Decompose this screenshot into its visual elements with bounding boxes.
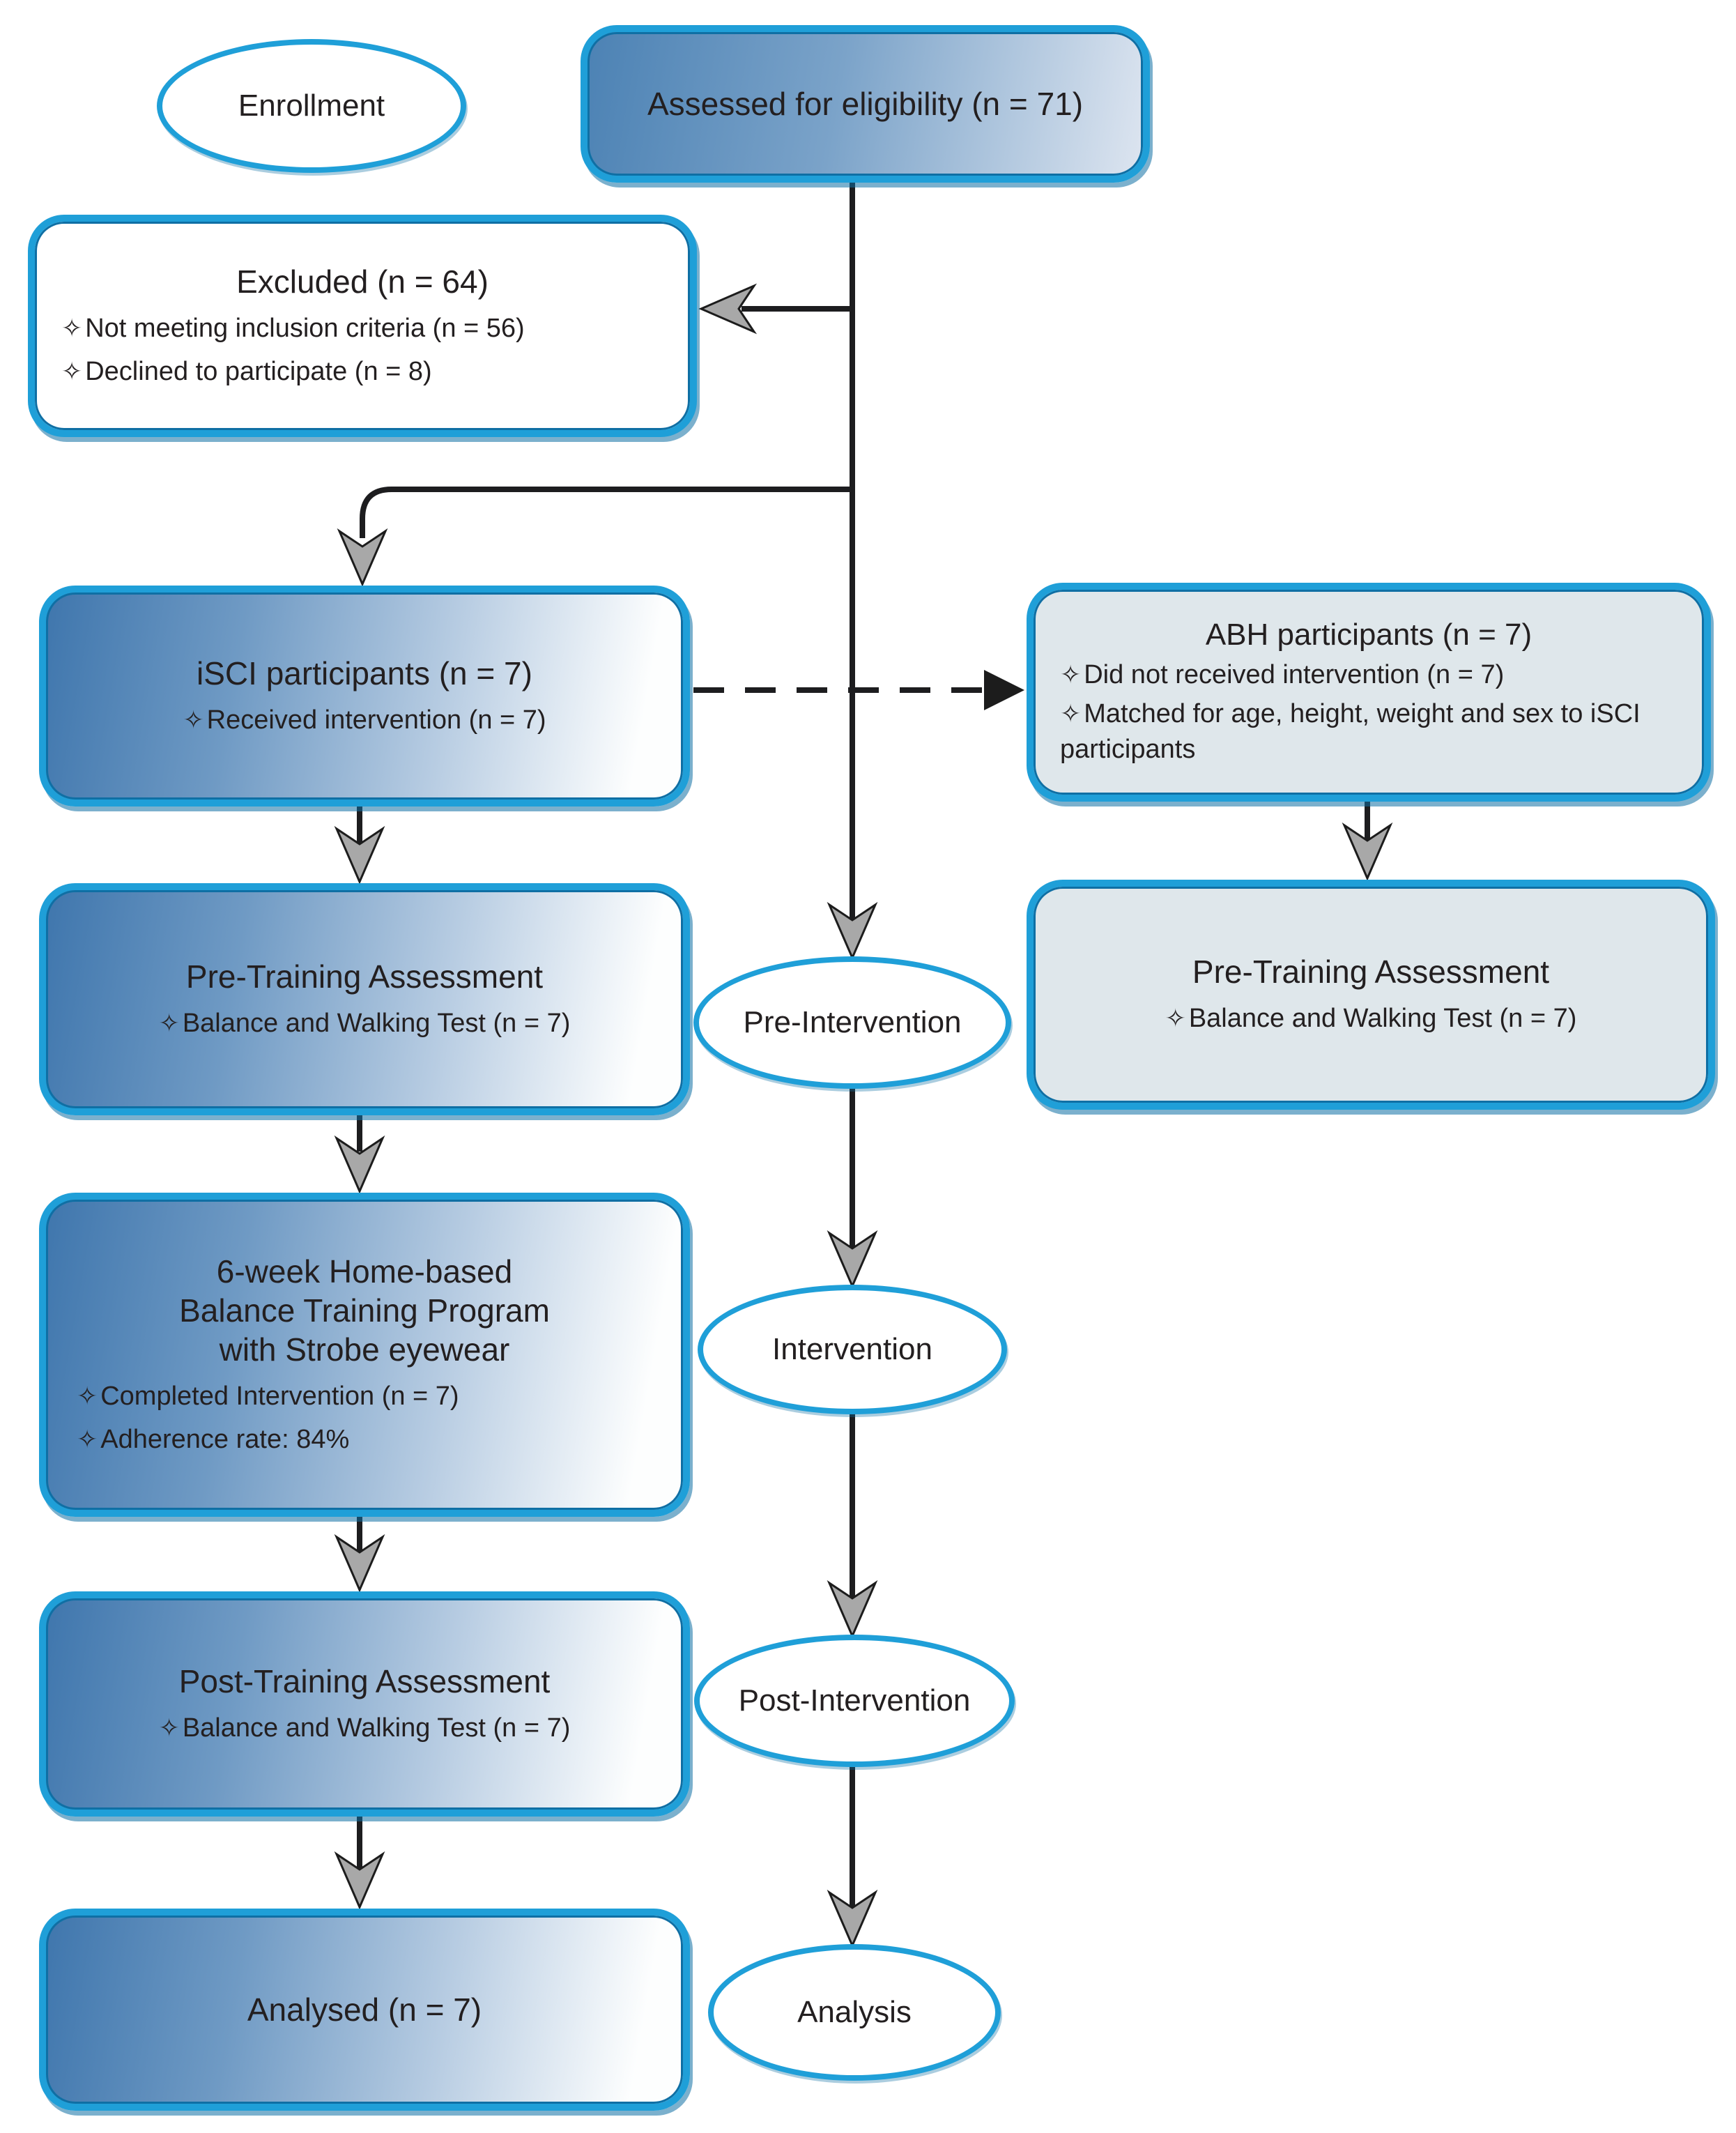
abh-participants-box: ABH participants (n = 7) ✧Did not receiv… [1027,583,1711,802]
star-bullet-icon: ✧ [77,1382,98,1411]
analysed-title: Analysed (n = 7) [247,1991,482,2028]
arrowhead-down-isci [337,528,388,587]
isci-participants-box: iSCI participants (n = 7) ✧Received inte… [39,586,690,806]
arrowhead-down-program [334,1135,385,1194]
excluded-title: Excluded (n = 64) [236,263,489,300]
assessed-box: Assessed for eligibility (n = 71) [581,25,1150,183]
arrowhead-down-pretraining-left [334,825,385,885]
post-intervention-label: Post-Intervention [738,1683,971,1718]
enrollment-label: Enrollment [238,89,385,123]
arrowhead-down-posttraining [334,1534,385,1593]
star-bullet-icon: ✧ [158,1008,180,1037]
program-box: 6-week Home-based Balance Training Progr… [39,1193,690,1517]
program-title-line-1: 6-week Home-based [216,1253,513,1290]
star-bullet-icon: ✧ [183,705,204,734]
excluded-bullet-1: ✧Not meeting inclusion criteria (n = 56) [61,311,525,346]
pre-intervention-label: Pre-Intervention [743,1005,962,1039]
isci-bullet-1: ✧Received intervention (n = 7) [183,703,546,738]
star-bullet-icon: ✧ [1060,698,1082,728]
intervention-ellipse: Intervention [698,1285,1007,1414]
star-bullet-icon: ✧ [61,356,83,385]
arrowhead-down-analysis [827,1889,878,1948]
arrowhead-down-analysed [334,1851,385,1910]
intervention-label: Intervention [772,1332,932,1366]
isci-title: iSCI participants (n = 7) [197,655,532,691]
star-bullet-icon: ✧ [1165,1004,1186,1033]
program-bullet-1: ✧Completed Intervention (n = 7) [77,1379,459,1414]
excluded-bullet-2: ✧Declined to participate (n = 8) [61,354,432,390]
program-title-line-3: with Strobe eyewear [219,1331,510,1368]
abh-title: ABH participants (n = 7) [1205,617,1533,652]
analysis-ellipse: Analysis [708,1944,1001,2081]
arrowhead-right-abh [984,670,1024,710]
arrowhead-down-preintervention [827,901,878,961]
pre-intervention-ellipse: Pre-Intervention [693,956,1011,1089]
post-training-box: Post-Training Assessment ✧Balance and Wa… [39,1591,690,1817]
post-intervention-ellipse: Post-Intervention [694,1635,1015,1767]
arrowhead-down-intervention [827,1230,878,1289]
star-bullet-icon: ✧ [1060,660,1082,689]
abh-bullet-1: ✧Did not received intervention (n = 7) [1060,657,1504,693]
post-training-bullet-1: ✧Balance and Walking Test (n = 7) [159,1711,571,1746]
star-bullet-icon: ✧ [77,1424,98,1453]
enrollment-ellipse: Enrollment [157,39,466,173]
pre-training-right-bullet-1: ✧Balance and Walking Test (n = 7) [1165,1001,1577,1037]
program-bullet-2: ✧Adherence rate: 84% [77,1422,349,1458]
arrowhead-left-excluded [698,283,758,335]
program-title-line-2: Balance Training Program [179,1292,550,1329]
analysed-box: Analysed (n = 7) [39,1909,690,2111]
excluded-box: Excluded (n = 64) ✧Not meeting inclusion… [28,215,697,437]
post-training-title: Post-Training Assessment [178,1662,551,1699]
analysis-label: Analysis [797,1995,912,2029]
program-title: 6-week Home-based Balance Training Progr… [179,1252,550,1369]
pre-training-right-title: Pre-Training Assessment [1192,954,1550,991]
arrowhead-down-pretraining-right [1342,822,1393,881]
star-bullet-icon: ✧ [61,314,83,343]
pre-training-left-box: Pre-Training Assessment ✧Balance and Wal… [39,883,690,1115]
connector-to-isci [360,487,852,538]
assessed-title: Assessed for eligibility (n = 71) [647,85,1084,122]
pre-training-left-bullet-1: ✧Balance and Walking Test (n = 7) [159,1006,571,1041]
arrowhead-down-postintervention [827,1580,878,1639]
pre-training-right-box: Pre-Training Assessment ✧Balance and Wal… [1027,880,1715,1110]
pre-training-left-title: Pre-Training Assessment [185,958,544,995]
star-bullet-icon: ✧ [158,1713,180,1742]
abh-bullet-2: ✧Matched for age, height, weight and sex… [1060,696,1677,768]
